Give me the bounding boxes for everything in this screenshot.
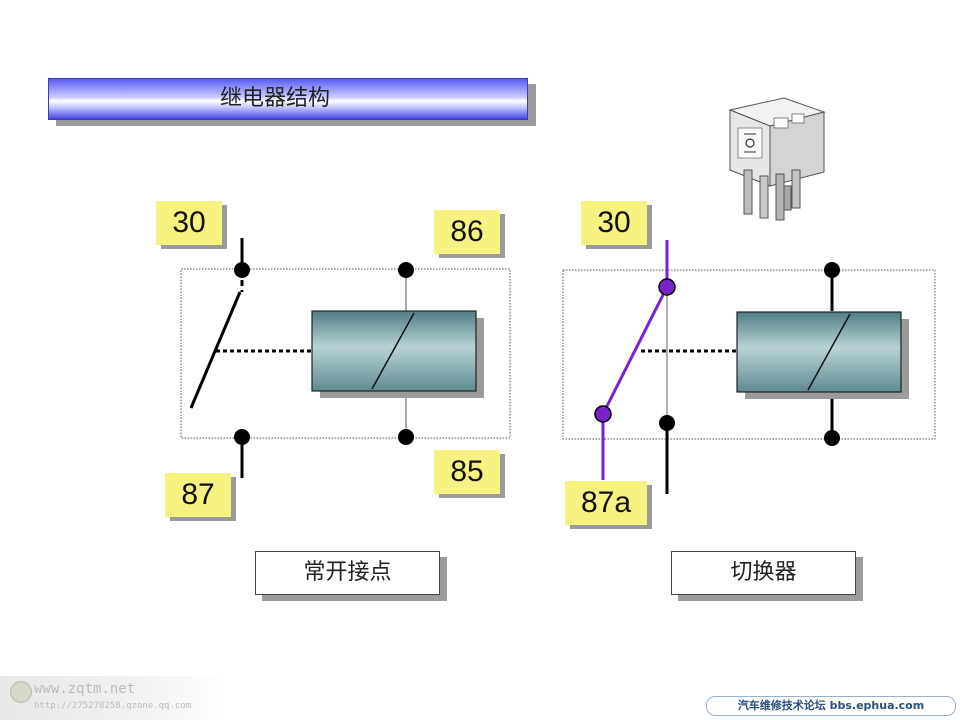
footer-site: www.zqtm.net xyxy=(34,681,136,697)
left-switch-blade xyxy=(189,291,242,409)
right-relay-housing xyxy=(562,269,936,440)
left-coil-slash xyxy=(371,312,415,390)
right-coil-slash xyxy=(807,313,851,391)
right-relay-diagram xyxy=(562,240,936,494)
site-logo-icon xyxy=(10,681,32,703)
right-label-30: 30 xyxy=(581,201,647,245)
left-terminal-30 xyxy=(234,262,250,278)
left-relay-diagram xyxy=(180,238,511,478)
left-label-85: 85 xyxy=(434,450,500,494)
right-terminal-30 xyxy=(658,278,676,296)
left-label-87: 87 xyxy=(165,473,231,517)
title-bar xyxy=(48,78,528,120)
left-label-86: 86 xyxy=(434,210,500,254)
right-caption: 切换器 xyxy=(671,551,856,595)
right-label-87a: 87a xyxy=(565,481,647,525)
right-coil xyxy=(736,311,902,393)
left-terminal-85 xyxy=(398,429,414,445)
right-terminal-86 xyxy=(824,262,840,278)
slide-title: 继电器结构 xyxy=(220,86,331,111)
footer-url: http://275278258.qzone.qq.com xyxy=(34,701,192,711)
left-label-30: 30 xyxy=(156,201,222,245)
footer-watermark-band xyxy=(0,676,230,720)
right-terminal-87a xyxy=(594,405,612,423)
footer-forum-link[interactable]: 汽车维修技术论坛 bbs.ephua.com xyxy=(706,696,956,716)
left-terminal-86 xyxy=(398,262,414,278)
right-switch-blade xyxy=(601,286,669,415)
left-coil xyxy=(311,310,477,392)
right-terminal-87 xyxy=(659,415,675,431)
left-terminal-87 xyxy=(234,429,250,445)
left-caption: 常开接点 xyxy=(255,551,440,595)
right-terminal-85 xyxy=(824,430,840,446)
relay-photo-icon xyxy=(728,97,826,221)
